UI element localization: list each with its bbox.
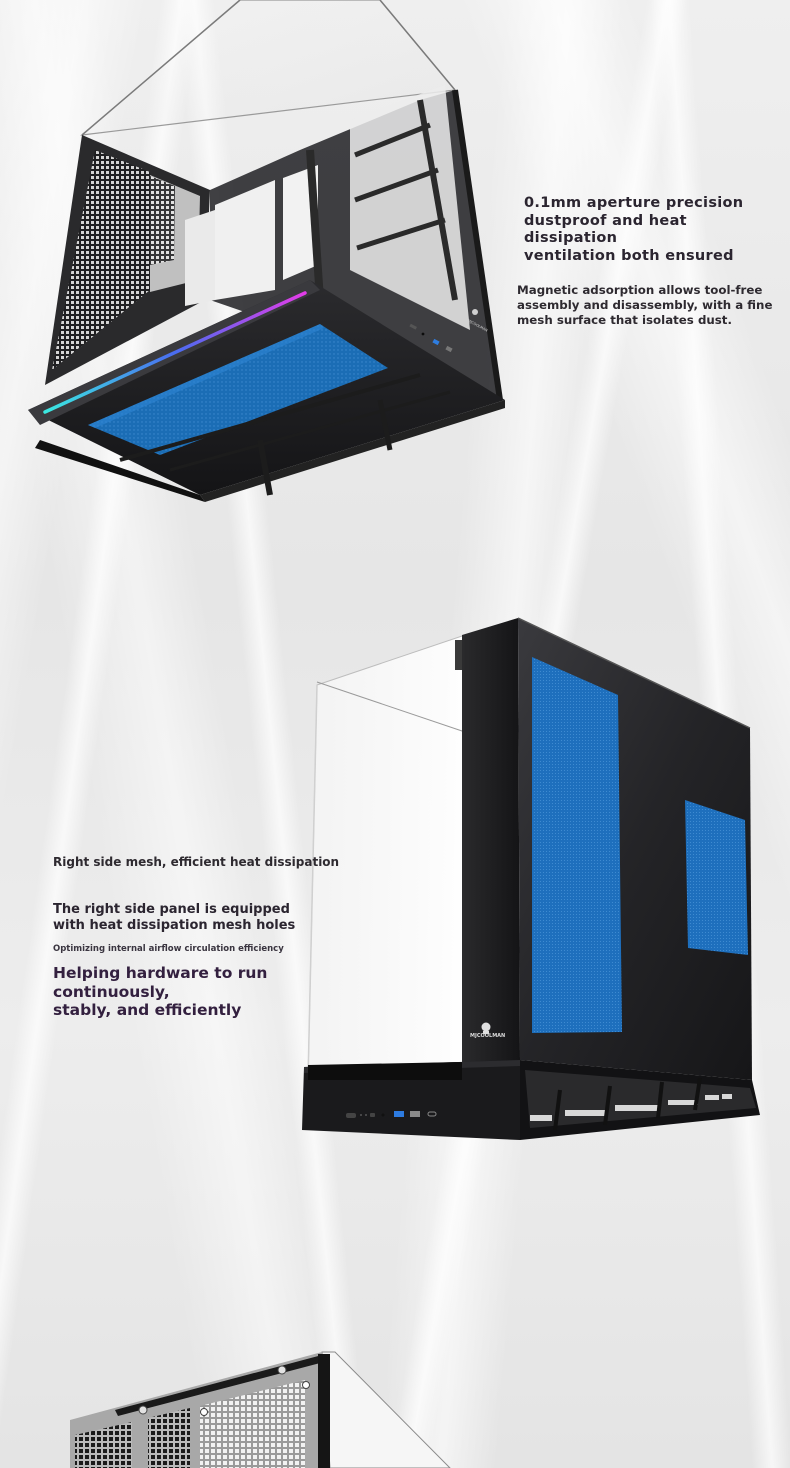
skull-logo-icon xyxy=(481,1022,491,1034)
pc-case-side-view-image: MJCOOLMAN xyxy=(290,610,770,1170)
pc-case-rear-view-image xyxy=(0,1340,480,1468)
feature-subheading-mesh-holes: The right side panel is equipped with he… xyxy=(53,902,353,933)
feature-title-dustproof: 0.1mm aperture precision dustproof and h… xyxy=(524,195,784,265)
feature-description-line: assembly and disassembly, with a fine xyxy=(517,298,773,312)
feature-subheading-line: with heat dissipation mesh holes xyxy=(53,917,296,933)
feature-subheading-line: The right side panel is equipped xyxy=(53,902,290,917)
feature-title-line: 0.1mm aperture precision xyxy=(524,195,744,211)
feature-title-line: dustproof and heat dissipation xyxy=(524,212,687,247)
feature-tagline-hardware: Helping hardware to run continuously, st… xyxy=(53,964,383,1020)
feature-title-line: ventilation both ensured xyxy=(524,247,734,264)
pc-case-bottom-view-image: MJCOOLMAN xyxy=(0,0,520,510)
feature-description-line: Magnetic adsorption allows tool-free xyxy=(517,283,763,297)
feature-caption-airflow: Optimizing internal airflow circulation … xyxy=(53,944,284,954)
feature-description-line: mesh surface that isolates dust. xyxy=(517,313,732,327)
feature-tagline-line: stably, and efficiently xyxy=(53,1001,242,1019)
feature-description-magnetic: Magnetic adsorption allows tool-free ass… xyxy=(517,283,782,328)
feature-tagline-line: Helping hardware to run continuously, xyxy=(53,964,268,1001)
feature-heading-right-mesh: Right side mesh, efficient heat dissipat… xyxy=(53,855,340,869)
svg-text:MJCOOLMAN: MJCOOLMAN xyxy=(470,1033,505,1039)
